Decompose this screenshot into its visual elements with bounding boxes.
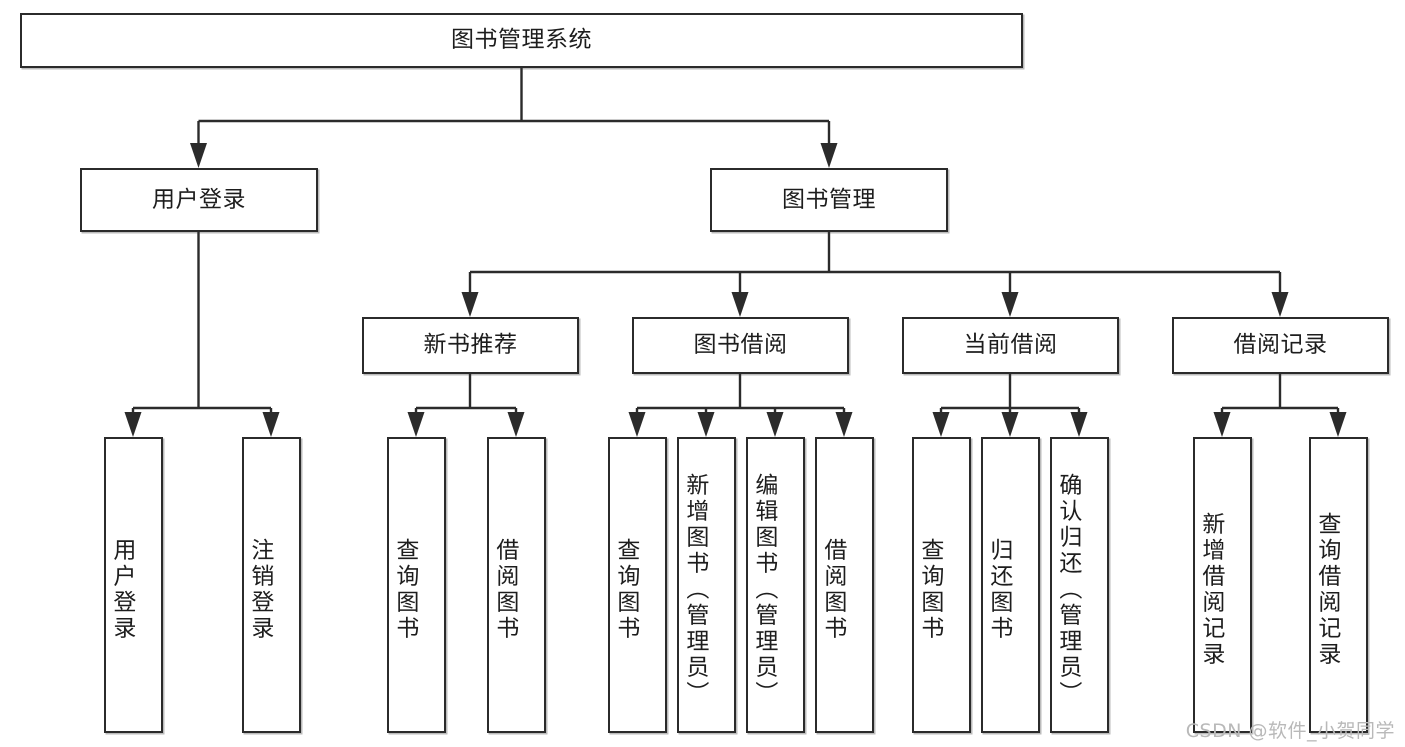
leaf-label: 查询图书 — [916, 538, 943, 642]
leaf-user-login[interactable]: 用户登录 — [104, 437, 163, 733]
leaf-label: 借阅图书 — [819, 538, 846, 642]
leaf-return-book[interactable]: 归还图书 — [981, 437, 1040, 733]
leaf-query-book-recommend[interactable]: 查询图书 — [387, 437, 446, 733]
leaf-edit-book-admin[interactable]: 编辑图书（管理员） — [746, 437, 805, 733]
leaf-query-book-current[interactable]: 查询图书 — [912, 437, 971, 733]
leaf-label: 查询图书 — [391, 538, 418, 642]
node-current-borrow[interactable]: 当前借阅 — [902, 317, 1119, 374]
csdn-watermark: CSDN @软件_小贺同学 — [1185, 720, 1395, 742]
leaf-logout-login[interactable]: 注销登录 — [242, 437, 301, 733]
leaf-label: 用户登录 — [108, 538, 135, 642]
leaf-confirm-return-admin[interactable]: 确认归还（管理员） — [1050, 437, 1109, 733]
leaf-borrow-book-borrow[interactable]: 借阅图书 — [815, 437, 874, 733]
leaf-label: 注销登录 — [246, 538, 273, 642]
leaf-label: 编辑图书（管理员） — [750, 473, 777, 707]
node-borrow-record[interactable]: 借阅记录 — [1172, 317, 1389, 374]
node-root-system[interactable]: 图书管理系统 — [20, 13, 1023, 68]
leaf-add-borrow-record[interactable]: 新增借阅记录 — [1193, 437, 1252, 733]
node-new-book-recommend[interactable]: 新书推荐 — [362, 317, 579, 374]
leaf-label: 确认归还（管理员） — [1054, 473, 1081, 707]
leaf-add-book-admin[interactable]: 新增图书（管理员） — [677, 437, 736, 733]
node-label: 借阅记录 — [1233, 332, 1328, 359]
leaf-query-borrow-record[interactable]: 查询借阅记录 — [1309, 437, 1368, 733]
leaf-label: 新增借阅记录 — [1197, 512, 1224, 668]
leaf-label: 查询图书 — [612, 538, 639, 642]
node-label: 当前借阅 — [963, 332, 1058, 359]
node-label: 用户登录 — [152, 186, 246, 213]
leaf-query-book-borrow[interactable]: 查询图书 — [608, 437, 667, 733]
leaf-label: 归还图书 — [985, 538, 1012, 642]
node-label: 图书管理系统 — [451, 27, 592, 54]
node-label: 图书管理 — [782, 186, 876, 213]
leaf-label: 查询借阅记录 — [1313, 512, 1340, 668]
leaf-label: 借阅图书 — [491, 538, 518, 642]
node-label: 图书借阅 — [693, 332, 788, 359]
node-label: 新书推荐 — [423, 332, 518, 359]
leaf-borrow-book-recommend[interactable]: 借阅图书 — [487, 437, 546, 733]
node-book-management[interactable]: 图书管理 — [710, 168, 948, 232]
leaf-label: 新增图书（管理员） — [681, 473, 708, 707]
node-user-login[interactable]: 用户登录 — [80, 168, 318, 232]
node-book-borrow[interactable]: 图书借阅 — [632, 317, 849, 374]
